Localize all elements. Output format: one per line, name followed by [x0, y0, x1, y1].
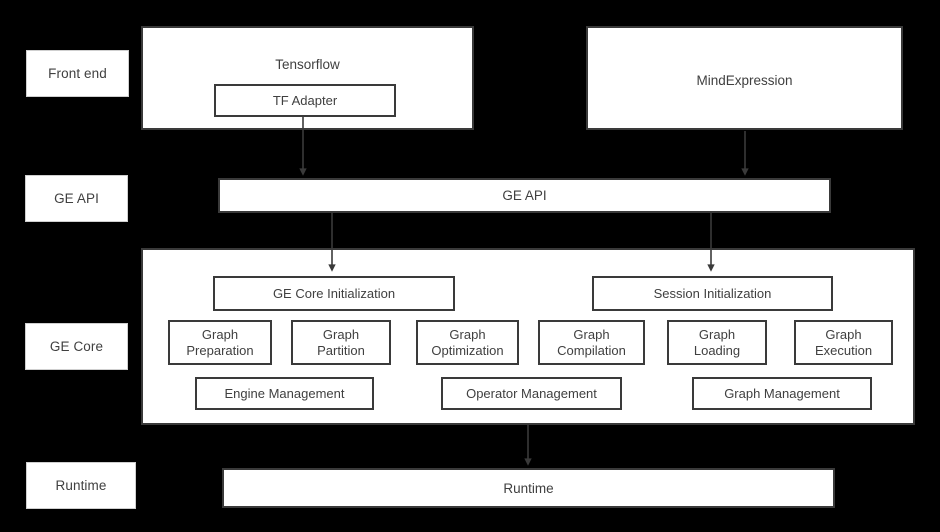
layer-label-runtime: Runtime	[26, 462, 136, 509]
tf-adapter-box: TF Adapter	[214, 84, 396, 117]
graph-loading-line2: Loading	[693, 342, 741, 358]
graph-partition-line1: Graph	[322, 326, 360, 342]
layer-label-ge-api-text: GE API	[54, 190, 99, 206]
mindexpression-title: MindExpression	[696, 73, 793, 88]
engine-management-label: Engine Management	[224, 385, 345, 401]
layer-label-ge-core-text: GE Core	[49, 338, 104, 354]
graph-compilation-line1: Graph	[573, 326, 610, 342]
session-initialization-box: Session Initialization	[592, 276, 833, 311]
graph-optimization-line2: Optimization	[431, 342, 504, 358]
graph-preparation-line2: Preparation	[186, 342, 254, 358]
layer-label-ge-core: GE Core	[25, 323, 128, 370]
tensorflow-title: Tensorflow	[275, 57, 340, 72]
tf-adapter-label: TF Adapter	[272, 92, 338, 108]
graph-execution-line2: Execution	[814, 342, 873, 358]
engine-management-box: Engine Management	[195, 377, 374, 410]
graph-optimization-line1: Graph	[449, 326, 486, 342]
operator-management-label: Operator Management	[466, 385, 597, 401]
graph-management-box: Graph Management	[692, 377, 872, 410]
layer-label-runtime-text: Runtime	[55, 477, 107, 493]
graph-preparation-line1: Graph	[201, 326, 239, 342]
ge-core-panel: GE Core Initialization Session Initializ…	[141, 248, 915, 425]
ge-core-initialization-label: GE Core Initialization	[272, 285, 396, 301]
ge-api-bar-label: GE API	[502, 188, 547, 203]
operator-management-box: Operator Management	[441, 377, 622, 410]
runtime-bar: Runtime	[222, 468, 835, 508]
ge-core-initialization-box: GE Core Initialization	[213, 276, 455, 311]
graph-execution-line1: Graph	[825, 326, 862, 342]
graph-partition-line2: Partition	[317, 342, 365, 358]
layer-label-front-end-text: Front end	[48, 65, 107, 81]
graph-management-label: Graph Management	[724, 385, 840, 401]
layer-label-ge-api: GE API	[25, 175, 128, 222]
session-initialization-label: Session Initialization	[653, 285, 772, 301]
mindexpression-panel: MindExpression	[586, 26, 903, 130]
graph-compilation-line2: Compilation	[557, 342, 626, 358]
ge-api-bar: GE API	[218, 178, 831, 213]
runtime-bar-label: Runtime	[503, 480, 554, 496]
tensorflow-panel: Tensorflow TF Adapter	[141, 26, 474, 130]
graph-loading-line1: Graph	[698, 326, 736, 342]
layer-label-front-end: Front end	[26, 50, 129, 97]
